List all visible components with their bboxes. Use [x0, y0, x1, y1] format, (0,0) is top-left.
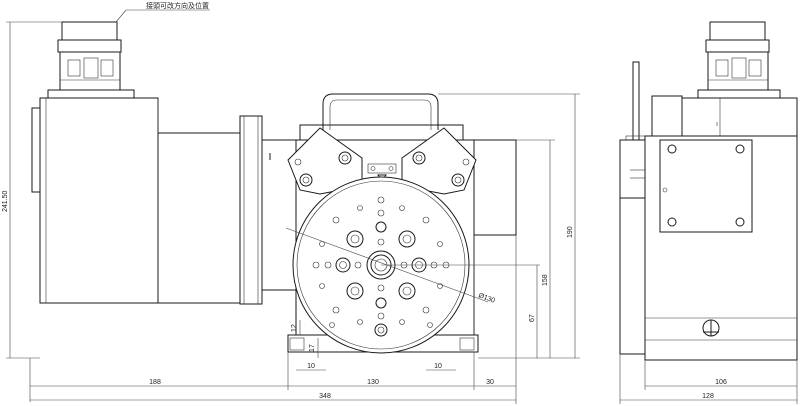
dim-67: 67 [529, 314, 536, 322]
dim-10-right: 10 [434, 363, 442, 370]
motor-connector [47, 21, 135, 99]
dim-130: 130 [367, 379, 379, 386]
front-view [31, 21, 540, 354]
dim-128: 128 [702, 393, 714, 400]
dim-10-left: 10 [307, 363, 315, 370]
faceplate [285, 176, 540, 354]
dim-188: 188 [149, 379, 161, 386]
dim-158: 158 [542, 274, 549, 286]
carry-handle [322, 93, 439, 130]
side-view [619, 21, 798, 361]
dim-17: 17 [309, 344, 316, 352]
dim-241-50: 241.50 [2, 190, 9, 212]
dim-348: 348 [319, 393, 331, 400]
dim-12: 12 [291, 324, 298, 332]
faceplate-holes [312, 196, 450, 328]
dim-106: 106 [715, 379, 727, 386]
note-text: 接頭可改方向及位置 [146, 1, 209, 10]
dim-30: 30 [486, 379, 494, 386]
side-view-dimensions: 106 128 [619, 354, 798, 404]
dim-190: 190 [567, 226, 574, 238]
dim-diameter: Ø130 [477, 292, 496, 304]
motor-body [31, 97, 297, 305]
